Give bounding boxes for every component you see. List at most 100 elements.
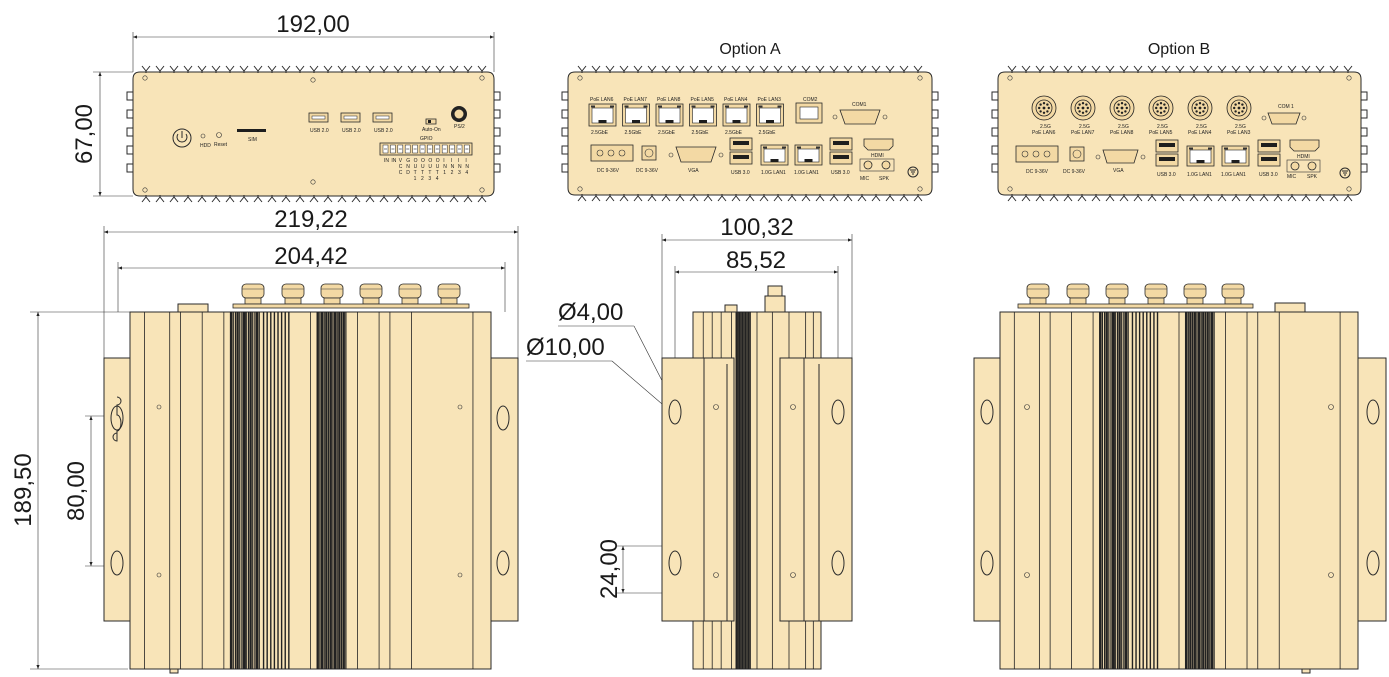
sim-slot — [237, 129, 266, 132]
a-usb3-label-2: USB 3.0 — [831, 170, 850, 176]
b-lan2-label: 1.0G LAN1 — [1221, 172, 1246, 178]
a-1g-lan-pair — [760, 144, 823, 166]
b-m12-label: PoE LAN7 — [1071, 130, 1095, 136]
dim-hole-small: Ø4,00 — [558, 299, 623, 326]
a-com2-label: COM2 — [803, 97, 818, 103]
a-dc-label: DC 9-36V — [597, 168, 620, 174]
a-hdmi-port — [863, 138, 894, 151]
gpio-pin-label: T — [428, 170, 431, 176]
b-dc2-label: DC 9-36V — [1063, 169, 1086, 175]
b-vga-port — [1102, 149, 1139, 164]
gpio-pin-label: T — [436, 170, 439, 176]
a-lan-speed-label: 2.5GbE — [658, 130, 676, 136]
b-com1-label: COM 1 — [1278, 104, 1294, 110]
a-lan2-label: 1.0G LAN1 — [794, 170, 819, 176]
b-vga-label: VGA — [1113, 168, 1124, 174]
b-1g-lan-pair — [1186, 145, 1250, 167]
front-usb-ports: USB 2.0 USB 2.0 USB 2.0 — [308, 112, 393, 134]
gpio-pin-label: I — [443, 158, 444, 164]
usb-label-1: USB 2.0 — [310, 128, 329, 134]
gpio-pin-label: O — [436, 158, 440, 164]
gpio-pin-label: I — [451, 158, 452, 164]
b-m12-speed-label: 2.5G — [1079, 124, 1090, 130]
dim-top-depth: 189,50 — [10, 453, 37, 526]
top-view: 219,22 204,42 189,50 80,00 — [10, 206, 519, 674]
a-lan-speed-label: 2.5GbE — [725, 130, 743, 136]
gpio-pin-label: O — [428, 158, 432, 164]
a-poe-lan-label: PoE LAN4 — [724, 97, 748, 103]
gpio-pin-label: 3 — [428, 176, 431, 182]
b-m12-speed-label: 2.5G — [1040, 124, 1051, 130]
b-m12-speed-label: 2.5G — [1118, 124, 1129, 130]
b-m12-label: PoE LAN5 — [1149, 130, 1173, 136]
b-m12-label: PoE LAN8 — [1110, 130, 1134, 136]
a-lan-speed-label: 2.5GbE — [692, 130, 710, 136]
a-usb3-stack-2 — [829, 137, 853, 165]
b-dc-label: DC 9-36V — [1026, 169, 1049, 175]
fin-row — [1007, 65, 1353, 73]
gpio-pin-label: U — [421, 164, 425, 170]
dim-top-inner: 204,42 — [274, 243, 347, 270]
a-poe-lan-label: PoE LAN6 — [590, 97, 614, 103]
gpio-pin-label: C — [399, 164, 403, 170]
gpio-pin-label: O — [414, 158, 418, 164]
reset-label: Reset — [214, 142, 228, 148]
dim-slot-length: 24,00 — [596, 539, 623, 599]
power-button — [172, 128, 192, 148]
b-mic-label: MIC — [1287, 174, 1297, 180]
gpio-pin-label: U — [428, 164, 432, 170]
hdd-label: HDD — [200, 143, 211, 149]
front-chassis — [132, 71, 495, 197]
gpio-pin-label: U — [436, 164, 440, 170]
gpio-pin-label: T — [421, 170, 424, 176]
b-lan1-label: 1.0G LAN1 — [1187, 172, 1212, 178]
a-poe-lan-label: PoE LAN8 — [657, 97, 681, 103]
gpio-pin-label: 1 — [414, 176, 417, 182]
dim-front-width: 192,00 — [276, 11, 349, 38]
a-com1-port — [832, 109, 888, 125]
option-a-chassis — [567, 71, 933, 196]
fin-row — [577, 65, 923, 73]
top-connector-row — [1017, 283, 1254, 309]
dim-hole-large: Ø10,00 — [526, 334, 605, 361]
b-com1-port — [1267, 112, 1301, 125]
side-tab-set — [561, 91, 939, 173]
a-lan-speed-label: 2.5GbE — [759, 130, 777, 136]
dim-side-inner: 85,52 — [726, 247, 786, 274]
dim-front-height: 67,00 — [71, 104, 98, 164]
top-connector-row — [232, 283, 470, 309]
b-hdmi-label: HDMI — [1297, 154, 1310, 160]
gpio-pin-label: 1 — [443, 170, 446, 176]
a-dc-terminal — [590, 144, 634, 162]
heatsink-fins — [144, 312, 474, 669]
ps2-port — [451, 106, 467, 122]
b-hdmi-port — [1289, 139, 1320, 152]
fin-row — [577, 194, 923, 202]
side-tab-set — [126, 91, 501, 173]
b-m12-speed-label: 2.5G — [1157, 124, 1168, 130]
dim-top-overall: 219,22 — [274, 206, 347, 233]
a-lan-speed-label: 2.5GbE — [625, 130, 643, 136]
side-right-bracket — [779, 357, 853, 622]
gpio-pin-label: 3 — [458, 170, 461, 176]
gpio-pin-label: N — [451, 164, 455, 170]
a-lan1-label: 1.0G LAN1 — [761, 170, 786, 176]
a-vga-label: VGA — [688, 168, 699, 174]
gpio-label: GPIO — [420, 136, 433, 142]
gpio-pin-label: IN — [391, 158, 396, 164]
dim-side-overall: 100,32 — [720, 214, 793, 241]
gpio-pin-label: 2 — [421, 176, 424, 182]
sim-label: SIM — [248, 137, 257, 143]
gpio-pin-label: 4 — [436, 176, 439, 182]
gpio-pin-label: C — [399, 170, 403, 176]
rear-view — [973, 283, 1387, 674]
side-view: 100,32 85,52 Ø4,00 Ø10,00 24,00 — [526, 214, 853, 670]
b-m12-label: PoE LAN4 — [1188, 130, 1212, 136]
top-left-bracket — [103, 357, 132, 622]
gpio-pin-label: I — [465, 158, 466, 164]
b-m12-speed-label: 2.5G — [1235, 124, 1246, 130]
